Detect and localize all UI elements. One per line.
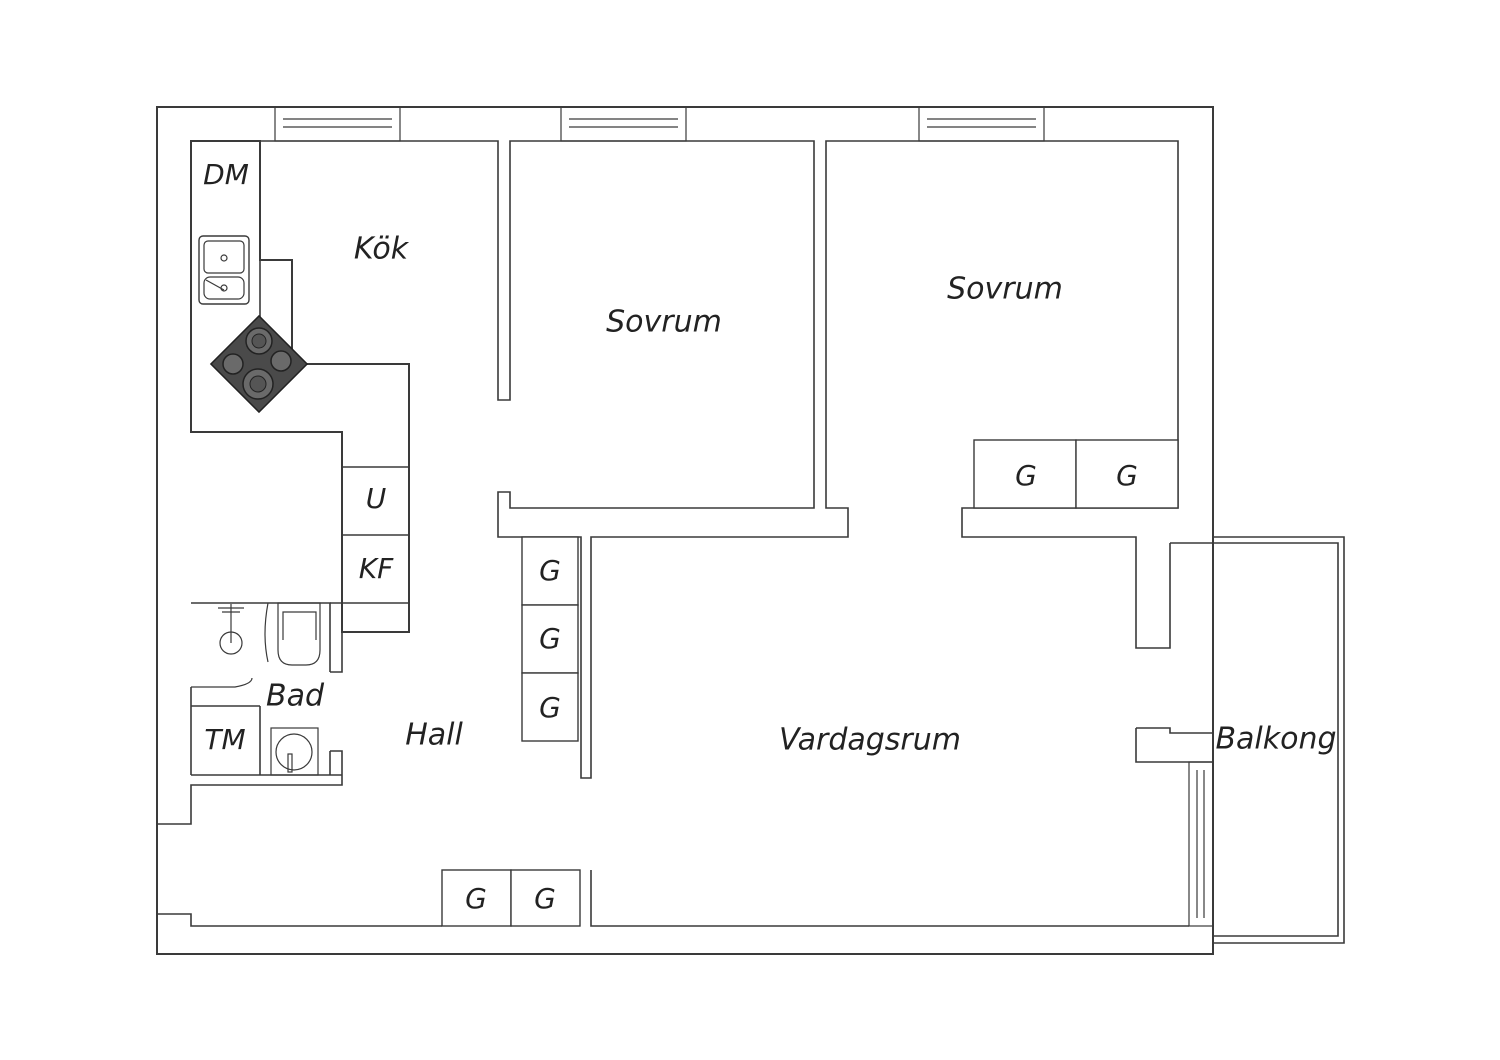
wardrobe-label: G bbox=[534, 882, 556, 915]
wardrobe-label: G bbox=[1116, 459, 1138, 492]
stove-icon bbox=[209, 314, 309, 414]
balcony bbox=[1170, 536, 1345, 944]
wardrobe-label: G bbox=[539, 622, 561, 655]
bathroom bbox=[190, 602, 342, 776]
wardrobe-label: G bbox=[465, 882, 487, 915]
wardrobe-label: G bbox=[539, 691, 561, 724]
wardrobe-label: G bbox=[1015, 459, 1037, 492]
room-label-vardagsrum: Vardagsrum bbox=[779, 723, 961, 758]
fixture-label-u: U bbox=[366, 482, 387, 515]
room-label-kok: Kök bbox=[354, 232, 410, 267]
room-label-sovrum-2: Sovrum bbox=[947, 272, 1063, 307]
room-label-hall: Hall bbox=[405, 718, 463, 753]
wardrobes bbox=[441, 439, 1179, 927]
wardrobe-label: G bbox=[539, 554, 561, 587]
room-label-balkong: Balkong bbox=[1215, 722, 1336, 757]
windows bbox=[274, 106, 1214, 927]
fixture-label-tm: TM bbox=[204, 723, 245, 756]
outer-walls bbox=[156, 106, 1214, 955]
kitchen-counter bbox=[191, 141, 410, 633]
room-label-bad: Bad bbox=[266, 679, 325, 714]
kitchen-sink-icon bbox=[198, 235, 250, 305]
fixture-label-kf: KF bbox=[359, 552, 394, 585]
room-label-sovrum-1: Sovrum bbox=[606, 305, 722, 340]
fixture-label-dm: DM bbox=[203, 158, 249, 191]
